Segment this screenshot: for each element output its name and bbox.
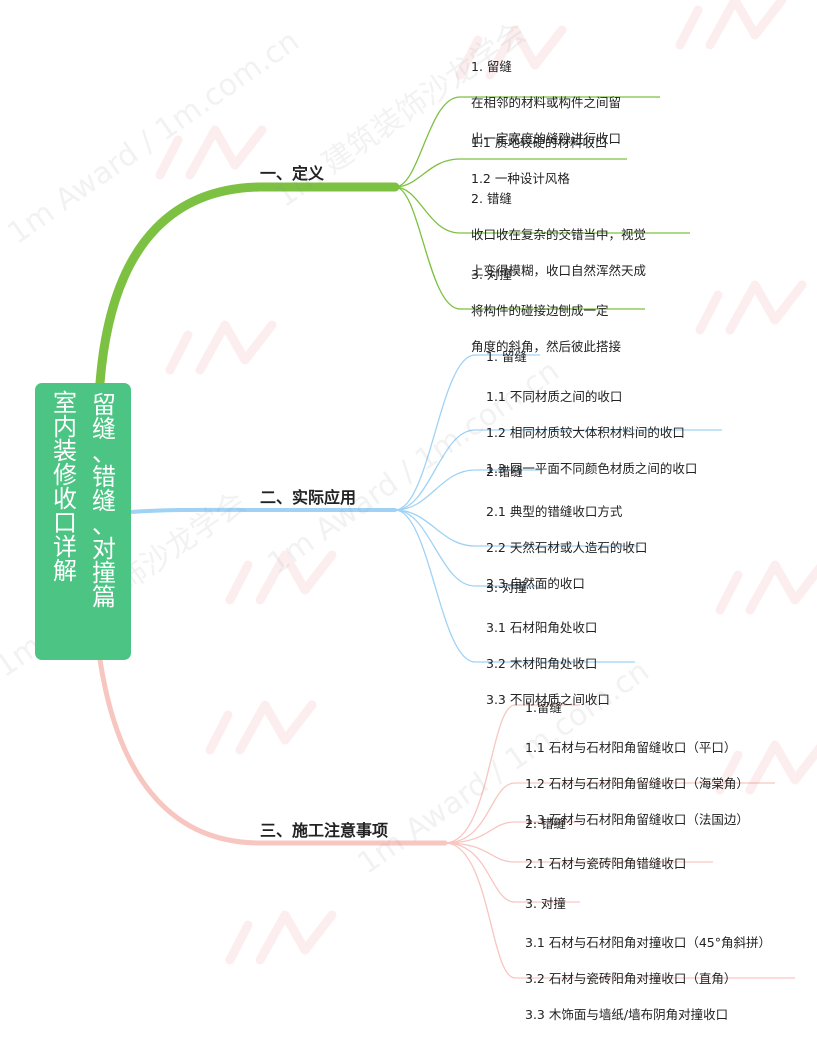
watermark-logo-mark	[225, 550, 337, 605]
watermark-logo-mark	[695, 280, 807, 335]
branch-precautions[interactable]: 三、施工注意事项	[260, 821, 389, 840]
node-precautions-3-sub[interactable]: 3.1 石材与石材阳角对撞收口（45°角斜拼） 3.2 石材与瓷砖阳角对撞收口（…	[525, 916, 771, 1042]
node-application-2-sub[interactable]: 2.1 典型的错缝收口方式 2.2 天然石材或人造石的收口 2.3 自然面的收口	[486, 485, 647, 611]
node-precautions-1-sub[interactable]: 1.1 石材与石材阳角留缝收口（平口） 1.2 石材与石材阳角留缝收口（海棠角）…	[525, 721, 749, 847]
watermark-logo-mark	[455, 25, 567, 80]
node-definition-1-sub[interactable]: 1.1 质地较硬的材料收口 1.2 一种设计风格	[471, 116, 607, 206]
node-line: 收口收在复杂的交错当中，视觉	[471, 227, 647, 242]
node-line: 3.3 不同材质之间收口	[486, 692, 610, 707]
node-line: 3.1 石材与石材阳角对撞收口（45°角斜拼）	[525, 935, 772, 950]
node-line: 2.2 天然石材或人造石的收口	[486, 540, 648, 555]
watermark-logo-mark	[205, 700, 317, 755]
node-line: 上变得模糊，收口自然浑然天成	[471, 263, 647, 278]
node-line: 1.3 石材与石材阳角留缝收口（法国边）	[525, 812, 749, 827]
node-line: 角度的斜角，然后彼此搭接	[471, 339, 622, 354]
node-line: 2.1 典型的错缝收口方式	[486, 504, 623, 519]
node-line: 在相邻的材料或构件之间留	[471, 95, 622, 110]
node-line: 出一定宽度的缝隙进行收口	[471, 131, 622, 146]
node-line: 1.1 石材与石材阳角留缝收口（平口）	[525, 740, 737, 755]
node-definition-1[interactable]: 1. 留缝 在相邻的材料或构件之间留 出一定宽度的缝隙进行收口	[471, 40, 621, 166]
connector-branch-2	[129, 507, 397, 514]
node-application-3-sub[interactable]: 3.1 石材阳角处收口 3.2 木材阳角处收口 3.3 不同材质之间收口	[486, 601, 610, 727]
connector-branch-3	[97, 657, 448, 846]
mindmap-connectors	[95, 0, 817, 979]
node-line: 1.1 不同材质之间的收口	[486, 389, 623, 404]
node-line: 3.2 木材阳角处收口	[486, 656, 598, 671]
node-title: 3. 对撞	[471, 267, 512, 282]
watermark-logo-mark	[675, 0, 787, 50]
node-precautions-2-sub[interactable]: 2.1 石材与瓷砖阳角错缝收口	[525, 837, 686, 891]
node-title: 3. 对撞	[525, 896, 566, 911]
node-title: 2. 错缝	[471, 191, 512, 206]
node-line: 2.3 自然面的收口	[486, 576, 585, 591]
node-line: 3.2 石材与瓷砖阳角对撞收口（直角）	[525, 971, 737, 986]
node-definition-2[interactable]: 2. 错缝 收口收在复杂的交错当中，视觉 上变得模糊，收口自然浑然天成	[471, 172, 646, 298]
branch-application[interactable]: 二、实际应用	[260, 488, 357, 507]
node-title: 3. 对撞	[486, 580, 527, 595]
node-definition-3[interactable]: 3. 对撞 将构件的碰接边刨成一定 角度的斜角，然后彼此搭接	[471, 248, 621, 374]
node-line: 将构件的碰接边刨成一定	[471, 303, 609, 318]
node-title: 2.错缝	[486, 464, 523, 479]
root-title: 室 内 装 修 收 口 详 解	[53, 389, 77, 585]
node-application-2[interactable]: 2.错缝	[486, 445, 523, 499]
branch-definition[interactable]: 一、定义	[260, 164, 325, 183]
node-line: 2.1 石材与瓷砖阳角错缝收口	[525, 856, 687, 871]
node-title: 1.留缝	[525, 700, 562, 715]
watermark-logo-mark	[165, 320, 277, 375]
node-line: 1.3 同一平面不同颜色材质之间的收口	[486, 461, 698, 476]
node-line: 1.1 质地较硬的材料收口	[471, 135, 608, 150]
node-title: 1. 留缝	[486, 349, 527, 364]
watermark-logo-mark	[155, 125, 267, 180]
node-application-1-sub[interactable]: 1.1 不同材质之间的收口 1.2 相同材质较大体积材料间的收口 1.3 同一平…	[486, 370, 697, 496]
node-application-1[interactable]: 1. 留缝	[486, 330, 527, 384]
watermark-logo-mark	[715, 740, 817, 795]
node-precautions-2[interactable]: 2. 错缝	[525, 797, 566, 851]
node-title: 2. 错缝	[525, 816, 566, 831]
node-precautions-3[interactable]: 3. 对撞	[525, 877, 566, 931]
root-subtitle: 留 缝 、 错 缝 、 对 撞 篇	[92, 391, 116, 611]
watermark-logo-mark	[225, 910, 337, 965]
node-line: 3.3 木饰面与墙纸/墙布阴角对撞收口	[525, 1007, 729, 1022]
node-line: 1.2 石材与石材阳角留缝收口（海棠角）	[525, 776, 749, 791]
node-title: 1. 留缝	[471, 59, 512, 74]
node-application-3[interactable]: 3. 对撞	[486, 561, 527, 615]
watermark-logo-mark	[715, 560, 817, 615]
root-node[interactable]: 室 内 装 修 收 口 详 解 留 缝 、 错 缝 、 对 撞 篇	[35, 383, 131, 660]
connector-branch-1	[95, 182, 400, 388]
node-line: 1.2 一种设计风格	[471, 171, 570, 186]
node-precautions-1[interactable]: 1.留缝	[525, 681, 562, 735]
node-line: 3.1 石材阳角处收口	[486, 620, 598, 635]
node-line: 1.2 相同材质较大体积材料间的收口	[486, 425, 685, 440]
